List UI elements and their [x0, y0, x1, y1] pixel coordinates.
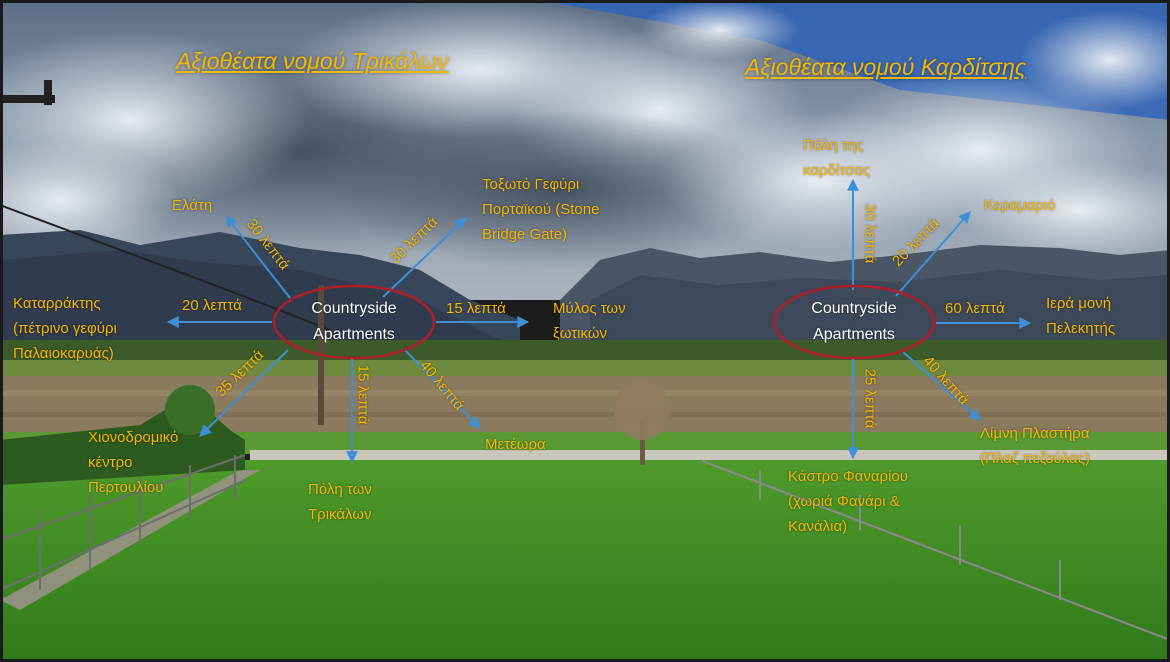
arrow-to-stone-bridge — [382, 217, 467, 298]
place-fanari: Κάστρο Φαναρίου (χωριά Φανάρι & Κανάλια) — [788, 468, 908, 535]
hub-ellipse-karditsa — [772, 284, 936, 360]
power-line — [0, 204, 331, 331]
time-katarraktis: 20 λεπτά — [182, 297, 242, 314]
time-trikala-city: 15 λεπτά — [354, 364, 372, 425]
garden-wall — [0, 470, 260, 610]
place-plastiras: Λίμνη Πλαστήρα (Πλαζ πεζούλας) — [980, 425, 1090, 467]
time-pelekitis: 60 λεπτά — [945, 300, 1005, 317]
arrow-to-plastiras — [902, 351, 981, 421]
arrow-to-pertouli — [199, 349, 289, 437]
place-mylos: Μύλος των ξωτικών — [553, 300, 626, 342]
place-keramario: Κεραμαριό — [984, 197, 1056, 214]
place-elati: Ελάτη — [172, 197, 213, 214]
title-karditsa: Αξιοθέατα νομού Καρδίτσης — [745, 54, 1027, 80]
fence-right — [699, 459, 1170, 641]
fence-left — [0, 454, 246, 591]
arrow-to-elati — [225, 215, 291, 299]
time-mylos: 15 λεπτά — [446, 300, 506, 317]
place-stone-bridge: Τοξωτό Γεφύρι Πορταϊκού (Stone Bridge Ga… — [482, 176, 600, 243]
road — [250, 450, 1170, 462]
time-fanari: 25 λεπτά — [861, 368, 879, 429]
place-katarraktis: Καταρράκτης (πέτρινο γεφύρι Παλαιοκαρυάς… — [13, 295, 117, 362]
arrow-to-keramario — [895, 211, 971, 297]
place-pertouli: Χιονοδρομικό κέντρο Περτουλίου — [88, 429, 179, 496]
title-trikala: Αξιοθέατα νομού Τρικάλων — [176, 48, 449, 74]
hub-ellipse-trikala — [272, 284, 436, 360]
hub-label-karditsa: Countryside Apartments — [811, 300, 897, 343]
lawn — [0, 460, 1170, 662]
place-karditsa-city: Πόλη της καρδίτσας — [803, 137, 871, 179]
arrow-to-meteora — [404, 349, 481, 429]
place-meteora: Μετέωρα — [485, 436, 546, 453]
place-trikala-city: Πόλη των Τρικάλων — [308, 481, 372, 523]
bare-tree — [614, 380, 670, 465]
place-pelekitis: Ιερά μονή Πελεκητής — [1046, 295, 1116, 337]
clouds — [0, 0, 1170, 270]
hub-label-trikala: Countryside Apartments — [311, 300, 397, 343]
time-karditsa-city: 30 λεπτά — [861, 203, 879, 264]
